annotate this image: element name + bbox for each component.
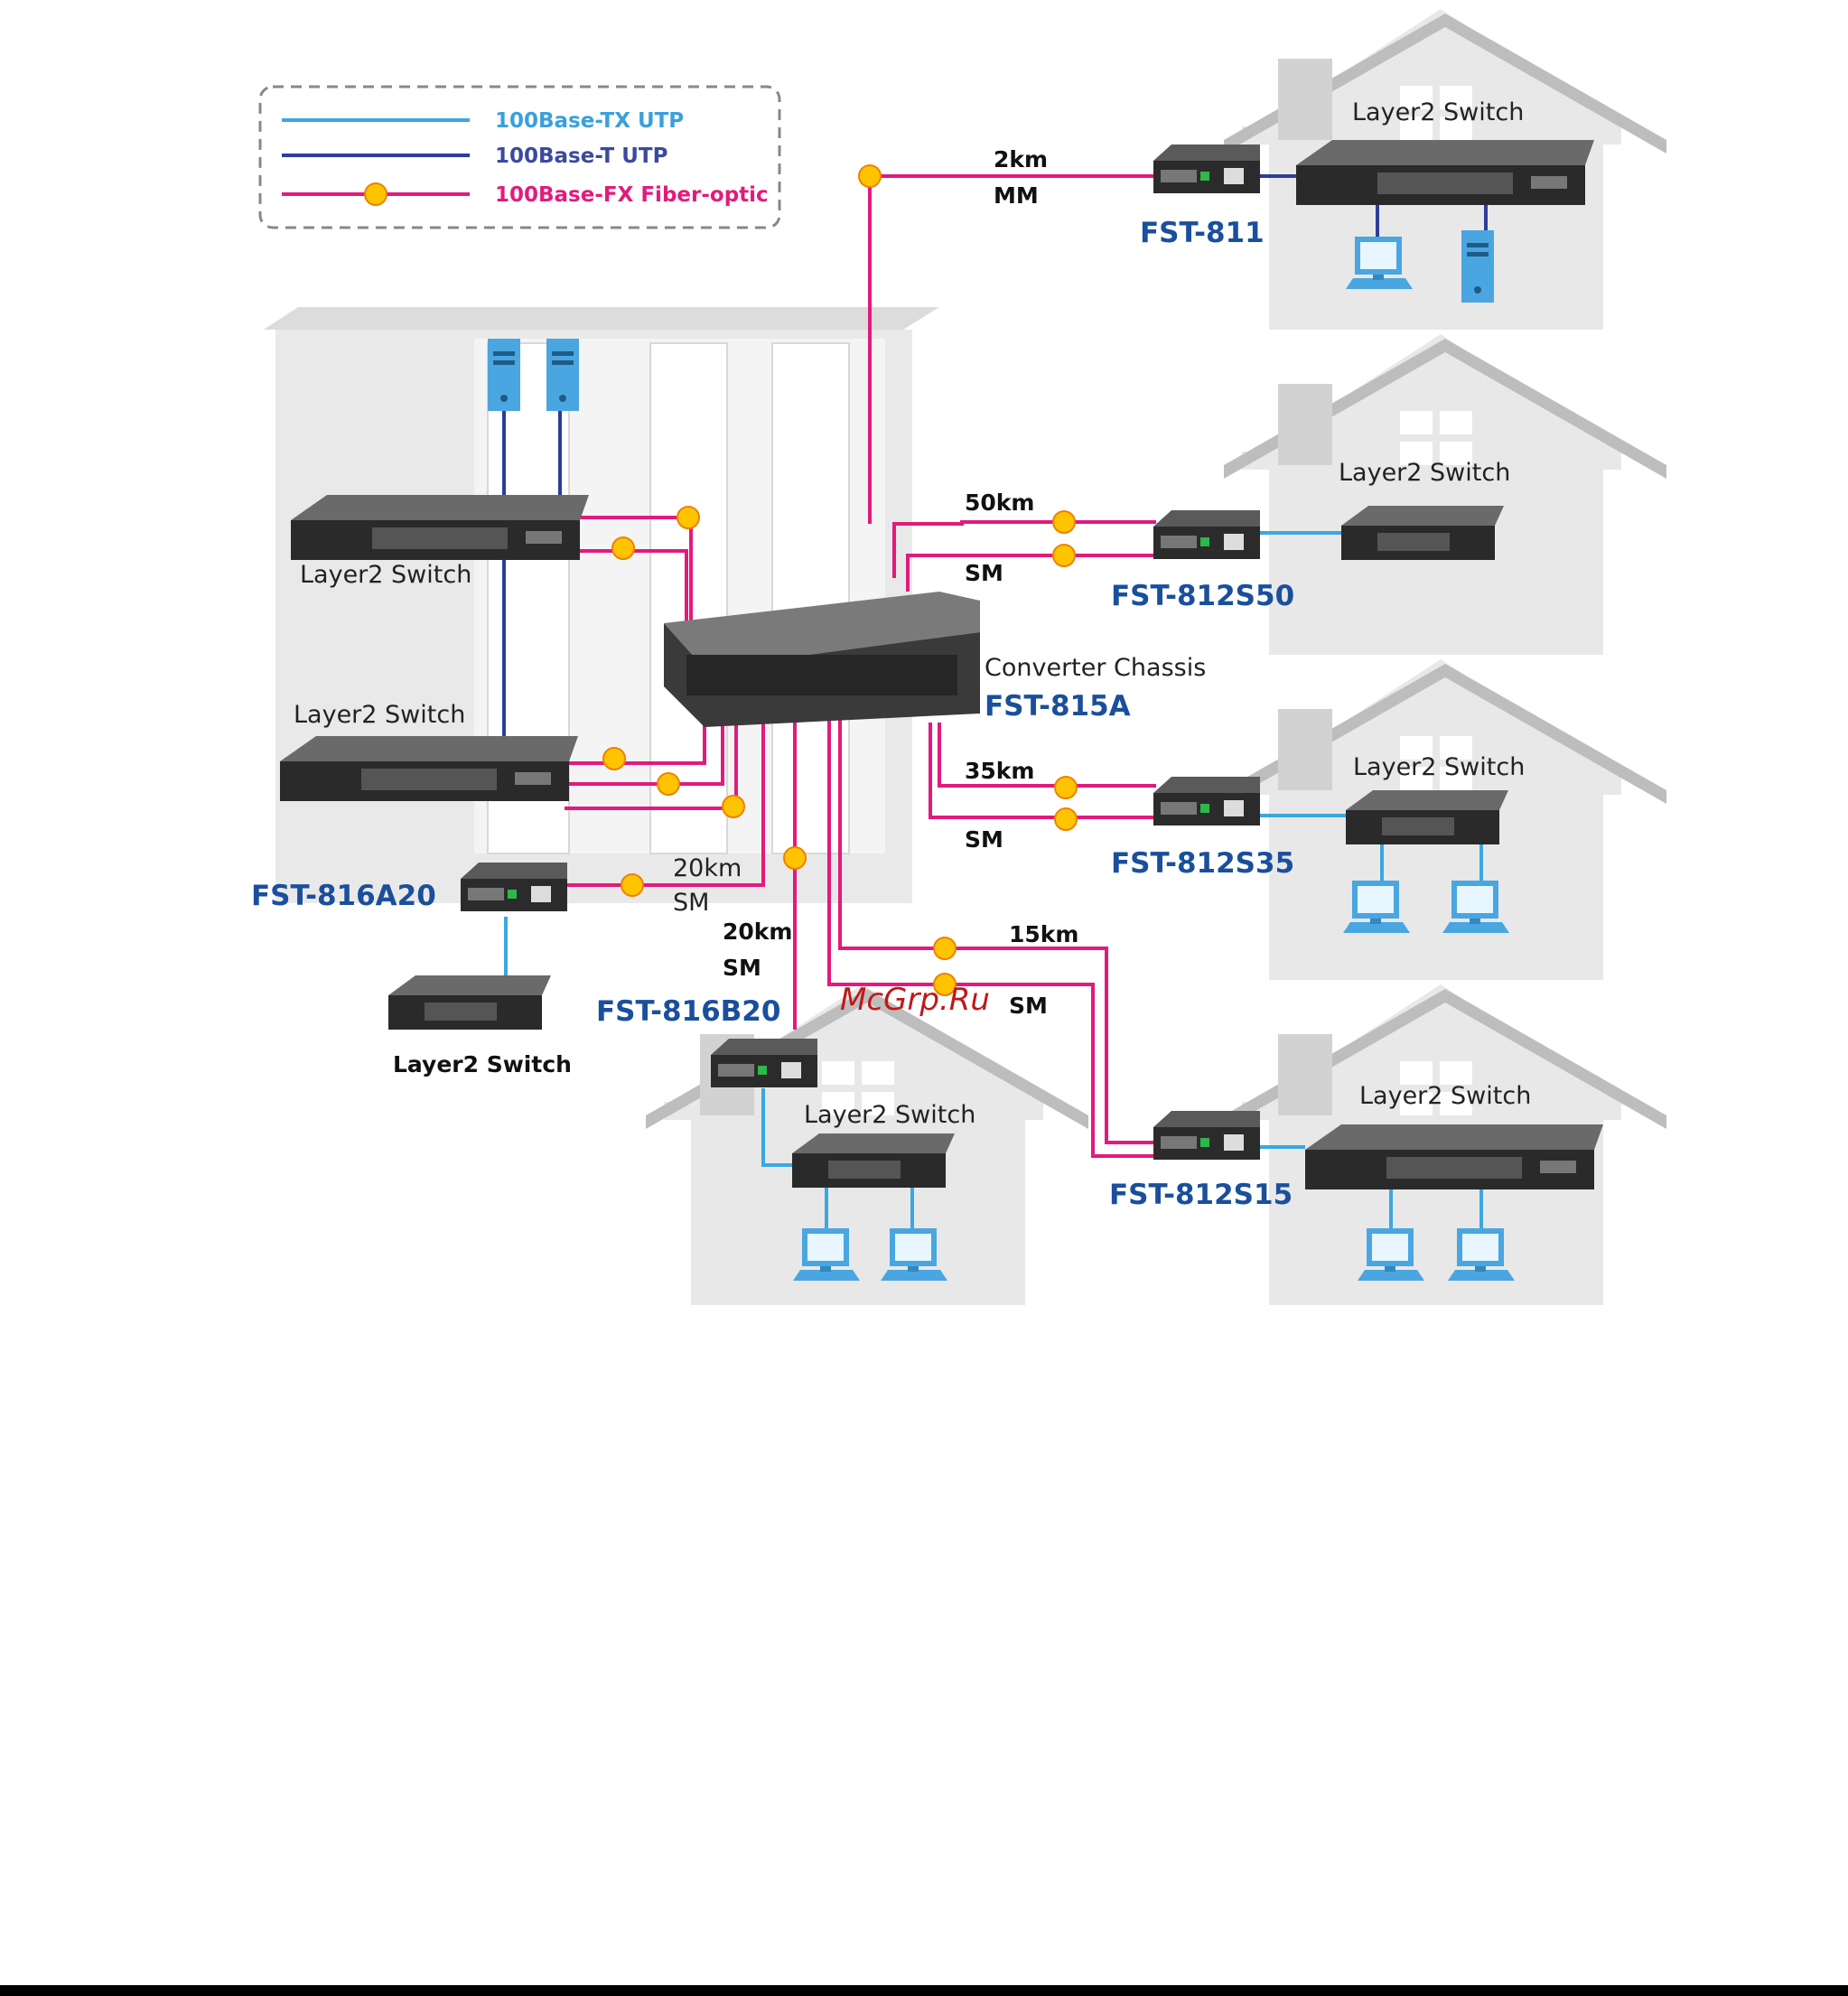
link-mode: SM <box>673 889 709 917</box>
switch-icon <box>280 736 578 801</box>
legend-utp-t-label: 100Base-T UTP <box>495 145 667 168</box>
media-converter-icon <box>1153 145 1260 193</box>
link-mode: SM <box>723 955 761 981</box>
link-distance: 20km <box>723 919 792 945</box>
fiber-badge-icon <box>1054 776 1078 799</box>
link-distance: 15km <box>1009 921 1078 947</box>
switch-label: Layer2 Switch <box>804 1101 975 1129</box>
link-mode: SM <box>965 826 1003 853</box>
model-fst816b20: FST-816B20 <box>596 995 780 1028</box>
building-switch-top: Layer2 Switch <box>291 495 589 589</box>
media-converter-icon <box>1153 510 1260 559</box>
switch-icon <box>1341 506 1504 560</box>
fst812s15-group: FST-812S15 Layer2 Switch 15km SM <box>1009 921 1603 1281</box>
link-mode: SM <box>1009 993 1048 1019</box>
building-switch-mid: Layer2 Switch <box>280 701 578 801</box>
switch-label: Layer2 Switch <box>1353 753 1525 781</box>
watermark: McGrp.Ru <box>840 982 990 1018</box>
link-distance: 35km <box>965 758 1034 784</box>
fst816b20-group: FST-816B20 Layer2 Switch 20km SM <box>596 919 975 1281</box>
media-converter-icon <box>1153 777 1260 825</box>
chassis-label: Converter Chassis <box>985 654 1206 682</box>
server-icon <box>546 339 579 411</box>
model-fst812s50: FST-812S50 <box>1111 580 1294 612</box>
switch-label: Layer2 Switch <box>1339 459 1510 487</box>
switch-label: Layer2 Switch <box>393 1051 572 1077</box>
switch-label: Layer2 Switch <box>294 701 465 729</box>
fiber-badge-icon <box>1052 510 1076 534</box>
model-fst811: FST-811 <box>1140 217 1265 249</box>
media-converter-icon <box>1153 1111 1260 1160</box>
fiber-badge-icon <box>858 164 882 188</box>
switch-icon <box>1346 790 1508 844</box>
model-fst816a20: FST-816A20 <box>251 880 436 912</box>
fiber-badge-icon <box>611 536 635 560</box>
bottom-bar <box>0 1985 1848 1996</box>
fiber-badge-icon <box>1054 807 1078 831</box>
fiber-badge-icon <box>722 795 745 818</box>
model-fst812s15: FST-812S15 <box>1109 1179 1293 1211</box>
fst812s50-group: FST-812S50 Layer2 Switch 50km SM <box>965 459 1510 612</box>
switch-icon <box>388 975 551 1030</box>
switch-icon <box>1296 140 1594 205</box>
fiber-badge-icon <box>677 506 700 529</box>
switch-icon <box>291 495 589 560</box>
fiber-badge-icon <box>783 846 807 870</box>
switch-icon <box>792 1133 955 1188</box>
model-fst812s35: FST-812S35 <box>1111 847 1294 880</box>
switch-icon <box>1305 1124 1603 1189</box>
legend-utp-tx-label: 100Base-TX UTP <box>495 109 684 133</box>
model-fst815a: FST-815A <box>985 690 1131 723</box>
server-icon <box>1461 230 1494 303</box>
media-converter-icon <box>461 863 567 911</box>
link-distance: 2km <box>994 146 1048 173</box>
switch-label: Layer2 Switch <box>300 561 471 589</box>
fiber-badge-icon <box>602 747 626 770</box>
media-converter-icon <box>711 1039 817 1087</box>
link-distance: 20km <box>673 854 742 882</box>
fiber-badge-icon <box>657 772 680 796</box>
link-distance: 50km <box>965 490 1034 516</box>
server-icon <box>488 339 520 411</box>
fst811-group: FST-811 Layer2 Switch 2km MM <box>994 98 1594 303</box>
link-mode: MM <box>994 182 1039 209</box>
fst816a20-group: FST-816A20 Layer2 Switch 20km SM <box>251 854 742 1077</box>
converter-chassis: Converter Chassis FST-815A <box>664 592 1206 727</box>
fiber-badge-icon <box>621 873 644 897</box>
legend: 100Base-TX UTP 100Base-T UTP 100Base-FX … <box>258 85 781 229</box>
legend-fiber-badge-icon <box>364 182 387 206</box>
link-mode: SM <box>965 560 1003 586</box>
legend-fiber-label: 100Base-FX Fiber-optic <box>495 183 769 207</box>
fiber-badge-icon <box>1052 544 1076 567</box>
fst812s35-group: FST-812S35 Layer2 Switch 35km SM <box>965 753 1525 933</box>
fiber-badge-icon <box>933 937 957 960</box>
switch-label: Layer2 Switch <box>1352 98 1524 126</box>
switch-label: Layer2 Switch <box>1359 1082 1531 1110</box>
